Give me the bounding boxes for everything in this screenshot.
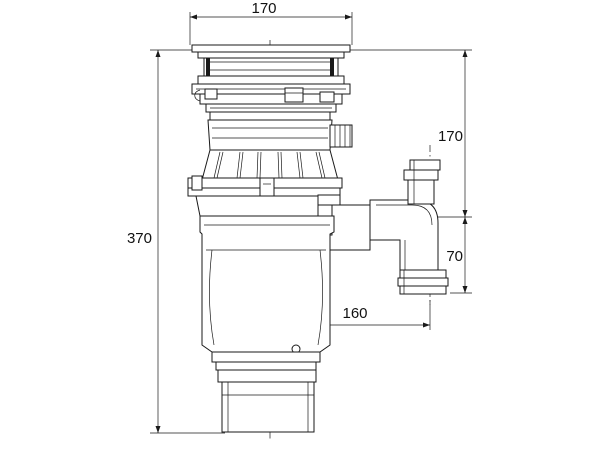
dimension-outlet-height: 170 bbox=[345, 49, 472, 218]
dimension-overall-height: 370 bbox=[127, 49, 225, 434]
dim-label-top-width: 170 bbox=[251, 0, 276, 17]
dimension-top-width: 170 bbox=[189, 0, 353, 45]
dim-label-overall-height: 370 bbox=[127, 230, 152, 247]
dim-label-outlet-height: 170 bbox=[438, 128, 463, 145]
motor-base bbox=[221, 381, 315, 433]
upper-housing bbox=[207, 111, 353, 151]
dim-label-outlet-offset: 160 bbox=[342, 305, 367, 322]
ribbed-chamber bbox=[187, 149, 343, 217]
dimension-inlet-height: 70 bbox=[446, 217, 472, 294]
sink-flange bbox=[191, 44, 351, 113]
motor-body bbox=[199, 215, 335, 383]
discharge-elbow bbox=[369, 159, 449, 295]
dim-label-inlet-height: 70 bbox=[446, 248, 463, 265]
